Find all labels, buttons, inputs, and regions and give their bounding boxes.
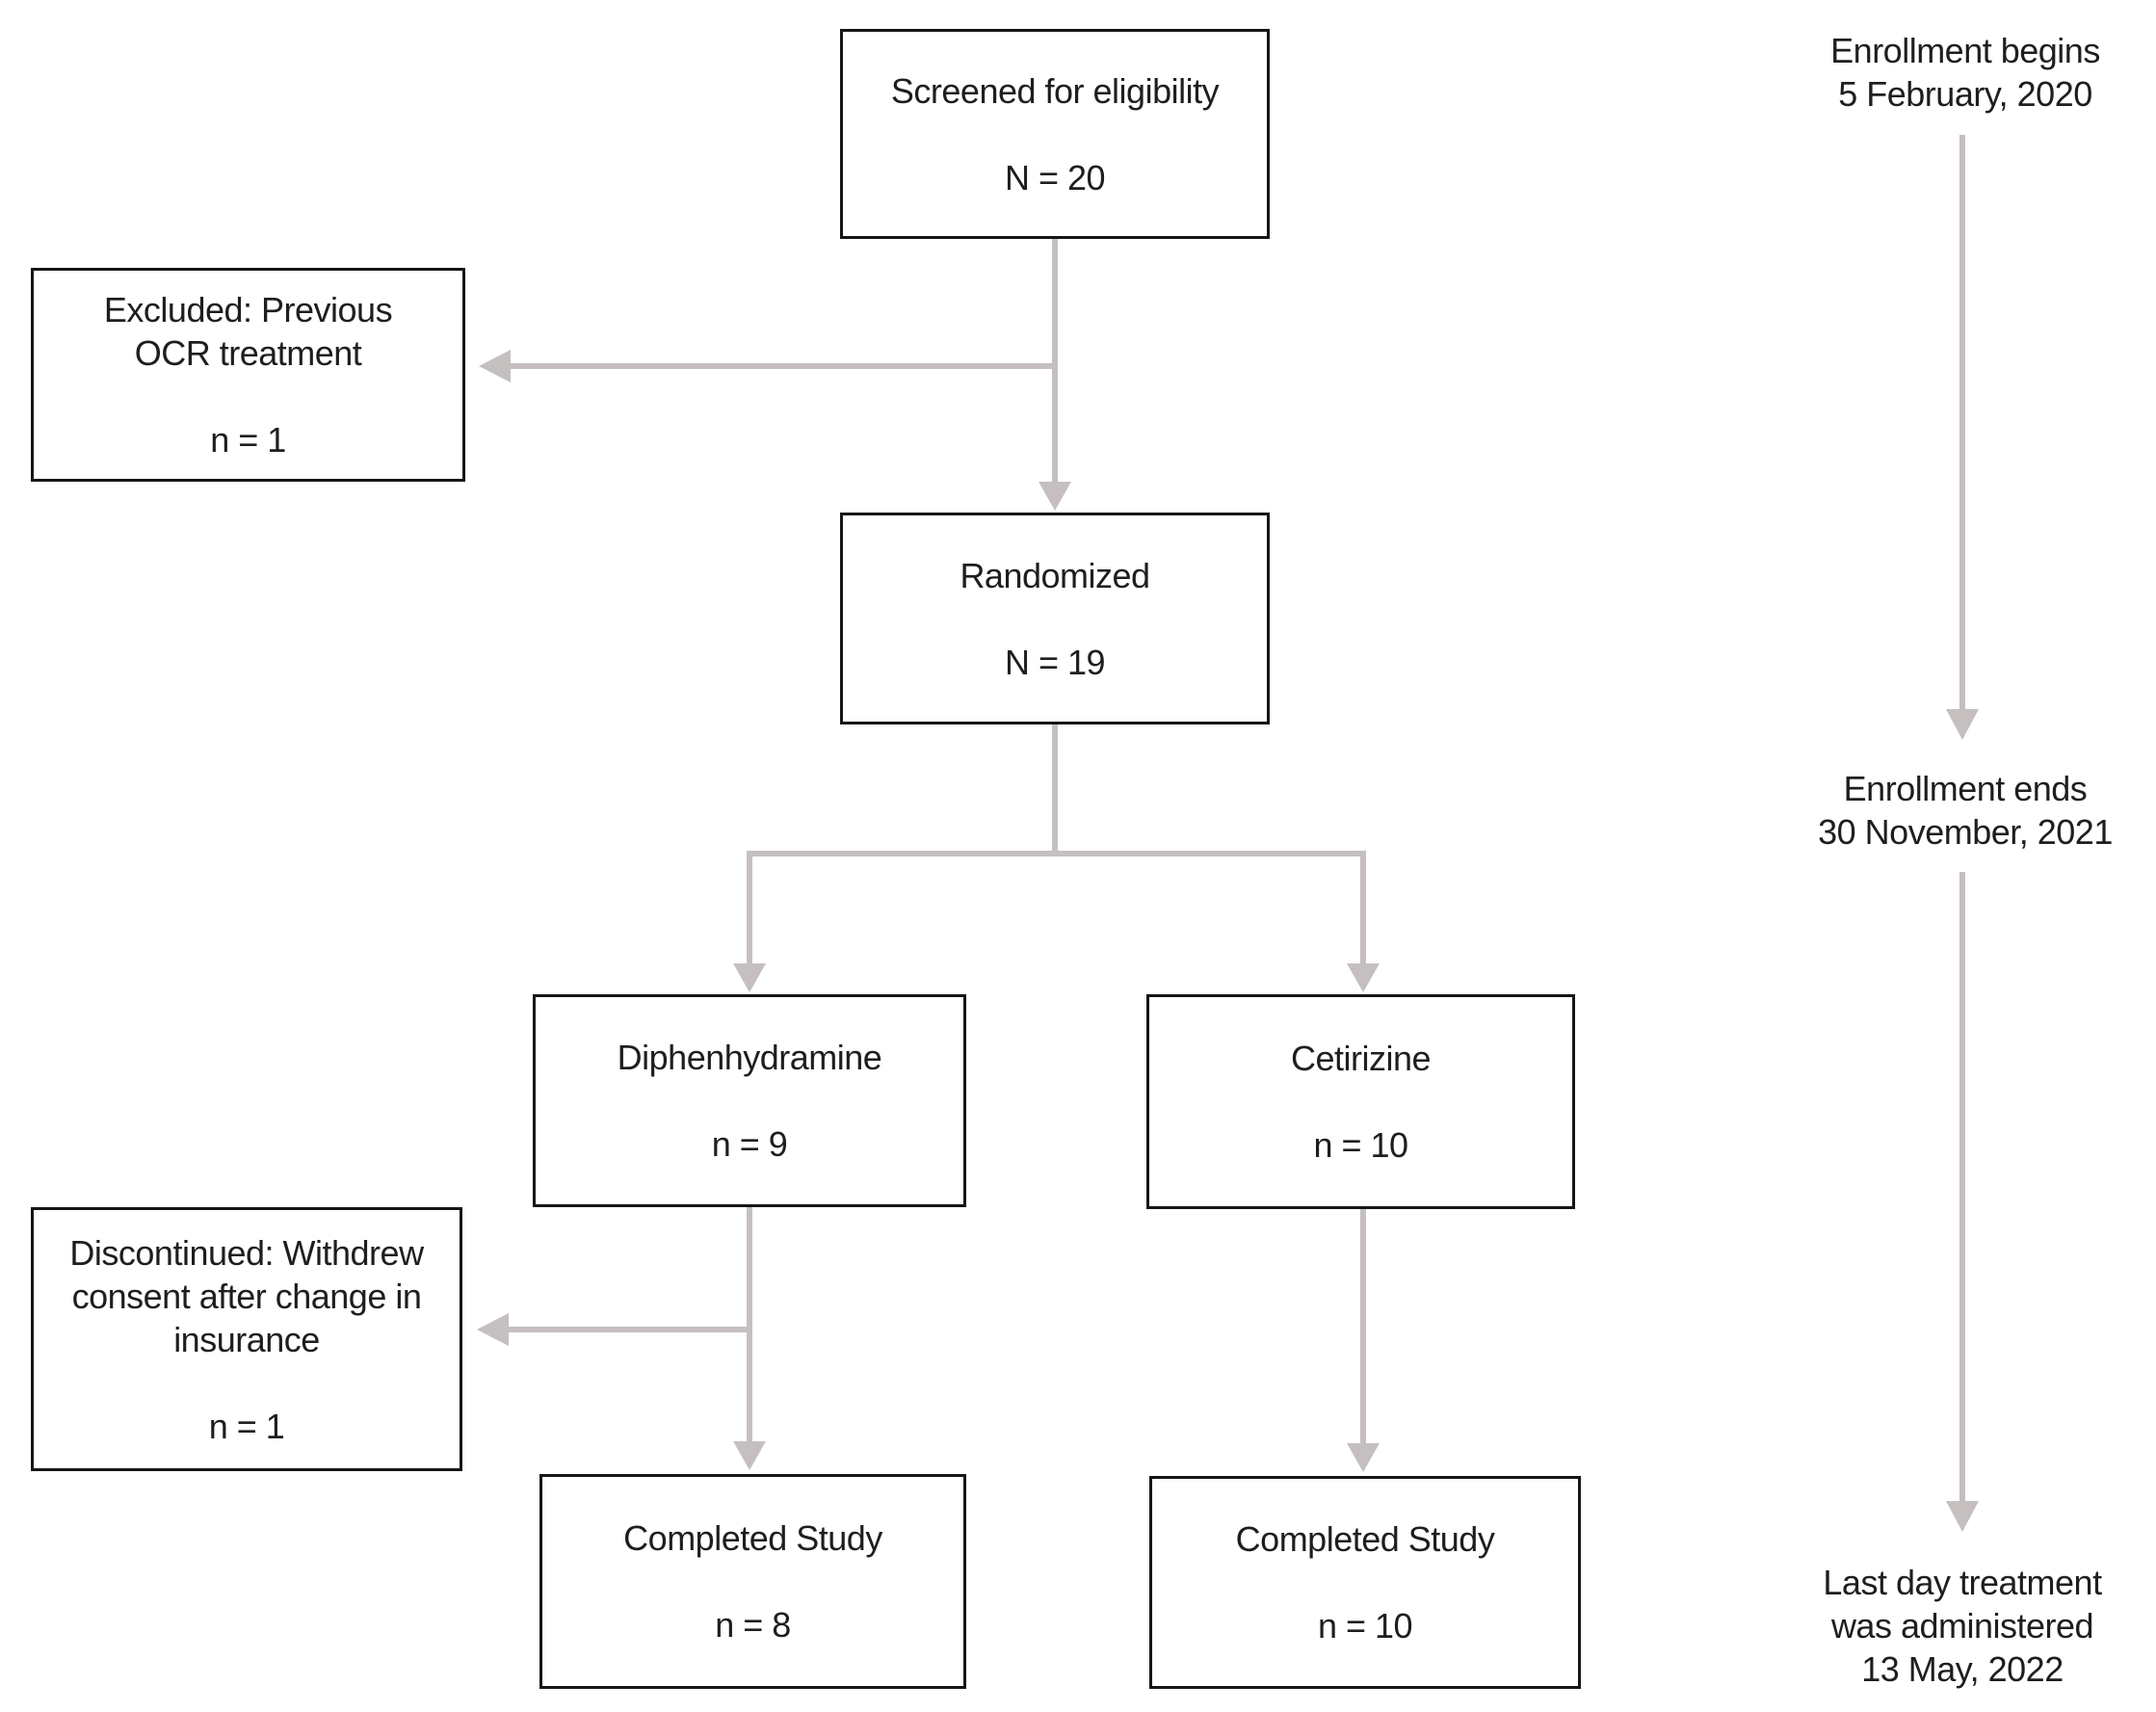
box-title-line: insurance (173, 1319, 320, 1359)
box-completed-diphenhydramine-count: n = 8 (715, 1605, 791, 1645)
box-title-line: Discontinued: Withdrew (69, 1232, 424, 1273)
arrowhead-down-icon (1347, 1443, 1380, 1472)
box-diphenhydramine-title: Diphenhydramine (618, 1036, 882, 1079)
box-excluded: Excluded: Previous OCR treatment n = 1 (31, 268, 465, 482)
timeline-label-line: Last day treatment (1823, 1563, 2102, 1602)
timeline-label-last-treatment: Last day treatment was administered 13 M… (1772, 1561, 2153, 1691)
box-title-line: consent after change in (71, 1276, 422, 1316)
timeline-label-line: Enrollment ends (1843, 769, 2088, 808)
timeline-label-line: 13 May, 2022 (1861, 1649, 2064, 1689)
arrowhead-left-icon (479, 350, 511, 382)
box-discontinued-title: Discontinued: Withdrew consent after cha… (69, 1231, 424, 1361)
box-discontinued-count: n = 1 (208, 1406, 285, 1446)
box-screened-title: Screened for eligibility (890, 69, 1220, 113)
timeline-label-line: was administered (1830, 1606, 2094, 1646)
box-title-line: Diphenhydramine (617, 1038, 882, 1077)
box-diphenhydramine-count: n = 9 (711, 1124, 788, 1164)
arrowhead-down-icon (733, 963, 766, 992)
timeline-label-line: Enrollment begins (1830, 31, 2100, 70)
arrowhead-down-icon (1347, 963, 1380, 992)
arrowhead-down-icon (1946, 709, 1979, 740)
box-completed-cetirizine: Completed Study n = 10 (1149, 1476, 1581, 1689)
box-completed-cetirizine-count: n = 10 (1317, 1606, 1413, 1646)
box-excluded-count: n = 1 (210, 420, 286, 460)
box-screened-count: N = 20 (1004, 157, 1106, 198)
box-title-line: Screened for eligibility (890, 70, 1220, 111)
arrowhead-down-icon (1946, 1501, 1979, 1532)
box-randomized-title: Randomized (960, 554, 1150, 597)
arrowhead-down-icon (733, 1441, 766, 1470)
box-completed-cetirizine-title: Completed Study (1236, 1517, 1495, 1561)
box-title-line: Cetirizine (1290, 1039, 1432, 1078)
timeline-label-line: 30 November, 2021 (1818, 812, 2113, 852)
box-completed-diphenhydramine: Completed Study n = 8 (539, 1474, 966, 1689)
box-discontinued: Discontinued: Withdrew consent after cha… (31, 1207, 462, 1471)
timeline-label-enrollment-begins: Enrollment begins 5 February, 2020 (1775, 29, 2156, 116)
arrowhead-down-icon (1039, 482, 1071, 511)
box-randomized-count: N = 19 (1004, 642, 1106, 682)
box-title-line: Completed Study (1235, 1519, 1495, 1559)
box-title-line: Completed Study (623, 1518, 882, 1558)
box-randomized: Randomized N = 19 (840, 513, 1270, 724)
arrowhead-left-icon (477, 1313, 509, 1346)
box-diphenhydramine: Diphenhydramine n = 9 (533, 994, 966, 1207)
timeline-label-enrollment-ends: Enrollment ends 30 November, 2021 (1775, 767, 2156, 854)
box-excluded-title: Excluded: Previous OCR treatment (103, 288, 393, 375)
box-title-line: Randomized (960, 555, 1150, 595)
box-cetirizine-title: Cetirizine (1290, 1037, 1432, 1080)
box-title-line: OCR treatment (134, 333, 362, 373)
box-screened: Screened for eligibility N = 20 (840, 29, 1270, 239)
box-title-line: Excluded: Previous (103, 290, 393, 329)
box-cetirizine: Cetirizine n = 10 (1146, 994, 1575, 1209)
timeline-label-line: 5 February, 2020 (1838, 74, 2092, 114)
box-completed-diphenhydramine-title: Completed Study (623, 1516, 882, 1560)
box-cetirizine-count: n = 10 (1313, 1125, 1408, 1165)
connector-randomized-split (747, 724, 1366, 963)
